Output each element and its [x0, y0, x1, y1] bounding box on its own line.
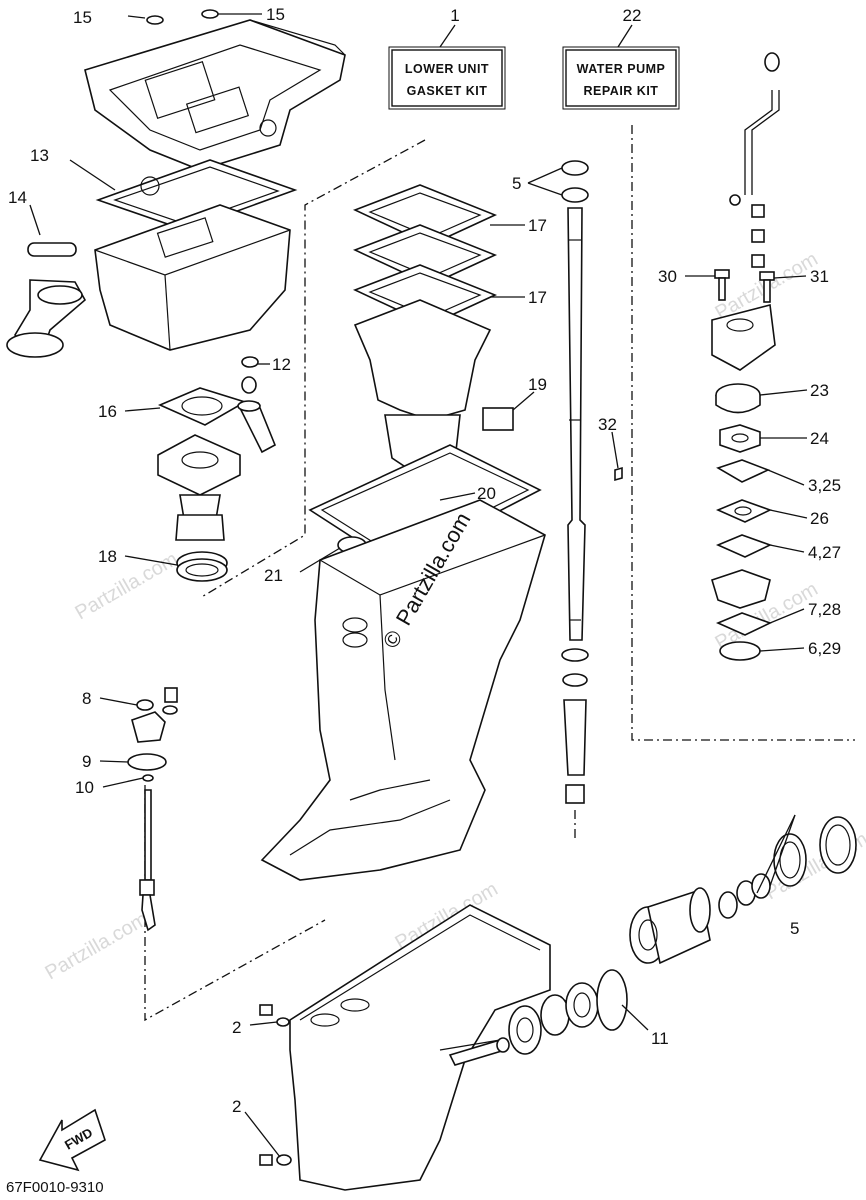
propeller-shaft-housing[interactable]: [629, 887, 711, 965]
callout-22: 22: [623, 6, 642, 25]
drain-screw-2-upper[interactable]: [259, 1004, 290, 1027]
callout-30: 30: [658, 267, 677, 286]
lower-unit-casing[interactable]: [289, 904, 551, 1191]
outer-plate-gasket-3-25[interactable]: [716, 459, 771, 483]
bolt-31[interactable]: [759, 271, 775, 303]
watermark-text: Partzilla.com: [72, 548, 182, 624]
pump-base[interactable]: [711, 569, 771, 609]
upper-casing-main[interactable]: [260, 499, 546, 881]
impeller-24[interactable]: [719, 424, 761, 453]
callout-23: 23: [810, 381, 829, 400]
callout-1: 1: [450, 6, 459, 25]
kit-line2: REPAIR KIT: [584, 84, 659, 98]
woodruff-key-32[interactable]: [614, 466, 623, 482]
callout-5: 5: [512, 174, 521, 193]
water-tube-grommet[interactable]: [237, 376, 277, 454]
callout-2: 2: [232, 1097, 241, 1116]
callout-11: 11: [651, 1029, 669, 1048]
kit-box-lower-unit-gasket[interactable]: LOWER UNIT GASKET KIT 1: [388, 6, 506, 110]
kit-box-water-pump-repair[interactable]: WATER PUMP REPAIR KIT 22: [562, 6, 680, 110]
callout-15: 15: [266, 5, 285, 24]
insert-cartridge-23[interactable]: [715, 383, 761, 414]
callout-16: 16: [98, 402, 117, 421]
drain-screw-2-lower[interactable]: [259, 1154, 292, 1166]
callout-3-25: 3,25: [808, 476, 841, 495]
gasket-4-27[interactable]: [715, 534, 773, 558]
ring-nut[interactable]: [819, 816, 857, 874]
exhaust-guide-gasket[interactable]: [95, 159, 298, 231]
exhaust-manifold[interactable]: [353, 299, 492, 471]
callout-8: 8: [82, 689, 91, 708]
callout-21: 21: [264, 566, 283, 585]
callout-19: 19: [528, 375, 547, 394]
callout-6-29: 6,29: [808, 639, 841, 658]
oil-seal-18[interactable]: [176, 551, 228, 582]
kit-line2: GASKET KIT: [407, 84, 488, 98]
housing-bushing[interactable]: [718, 891, 738, 919]
callout-2: 2: [232, 1018, 241, 1037]
callout-5: 5: [790, 919, 799, 938]
drain-screw-12[interactable]: [241, 356, 259, 368]
gasket-16[interactable]: [157, 387, 247, 426]
bearing[interactable]: [565, 982, 599, 1028]
oil-pump-housing[interactable]: [157, 434, 241, 541]
callout-26: 26: [810, 509, 829, 528]
callout-17: 17: [528, 288, 547, 307]
thrust-washer[interactable]: [540, 994, 570, 1036]
water-tube[interactable]: [729, 52, 780, 268]
rubber-seal-19[interactable]: [482, 407, 514, 431]
callout-7-28: 7,28: [808, 600, 841, 619]
callout-labels: 15 15 13 14 12 16 18 21 17 17 19 20 5 32…: [8, 5, 841, 1116]
forward-gear[interactable]: [508, 1005, 542, 1055]
callout-18: 18: [98, 547, 117, 566]
leader-lines: [29, 13, 808, 1158]
callout-15: 15: [73, 8, 92, 27]
oil-strainer[interactable]: [6, 242, 87, 358]
upper-casing[interactable]: [84, 9, 346, 171]
oil-seals-5[interactable]: [736, 873, 771, 906]
callout-17: 17: [528, 216, 547, 235]
callout-32: 32: [598, 415, 617, 434]
callout-14: 14: [8, 188, 27, 207]
drive-shaft-sleeves[interactable]: [561, 648, 589, 804]
callout-24: 24: [810, 429, 829, 448]
o-ring-11[interactable]: [596, 969, 628, 1031]
callout-31: 31: [810, 267, 829, 286]
drive-shaft-bearings-5[interactable]: [561, 160, 589, 203]
outer-plate-26[interactable]: [715, 499, 773, 523]
callout-13: 13: [30, 146, 49, 165]
bolt-30[interactable]: [714, 269, 730, 301]
pump-housing[interactable]: [711, 303, 776, 371]
diagram-code: 67F0010-9310: [6, 1179, 104, 1196]
callout-4-27: 4,27: [808, 543, 841, 562]
shift-rod-assembly[interactable]: [127, 687, 178, 932]
drive-shaft[interactable]: [567, 207, 586, 641]
callout-20: 20: [477, 484, 496, 503]
watermark-text: Partzilla.com: [42, 908, 152, 984]
fwd-arrow: FWD: [38, 1108, 106, 1172]
o-ring-6-29[interactable]: [719, 641, 761, 661]
callout-12: 12: [272, 355, 291, 374]
propeller-shaft[interactable]: [448, 1037, 510, 1066]
callout-9: 9: [82, 752, 91, 771]
kit-line1: WATER PUMP: [577, 62, 666, 76]
exhaust-guide[interactable]: [94, 204, 291, 351]
ring-nut-washer[interactable]: [773, 833, 807, 887]
callout-10: 10: [75, 778, 94, 797]
kit-line1: LOWER UNIT: [405, 62, 489, 76]
